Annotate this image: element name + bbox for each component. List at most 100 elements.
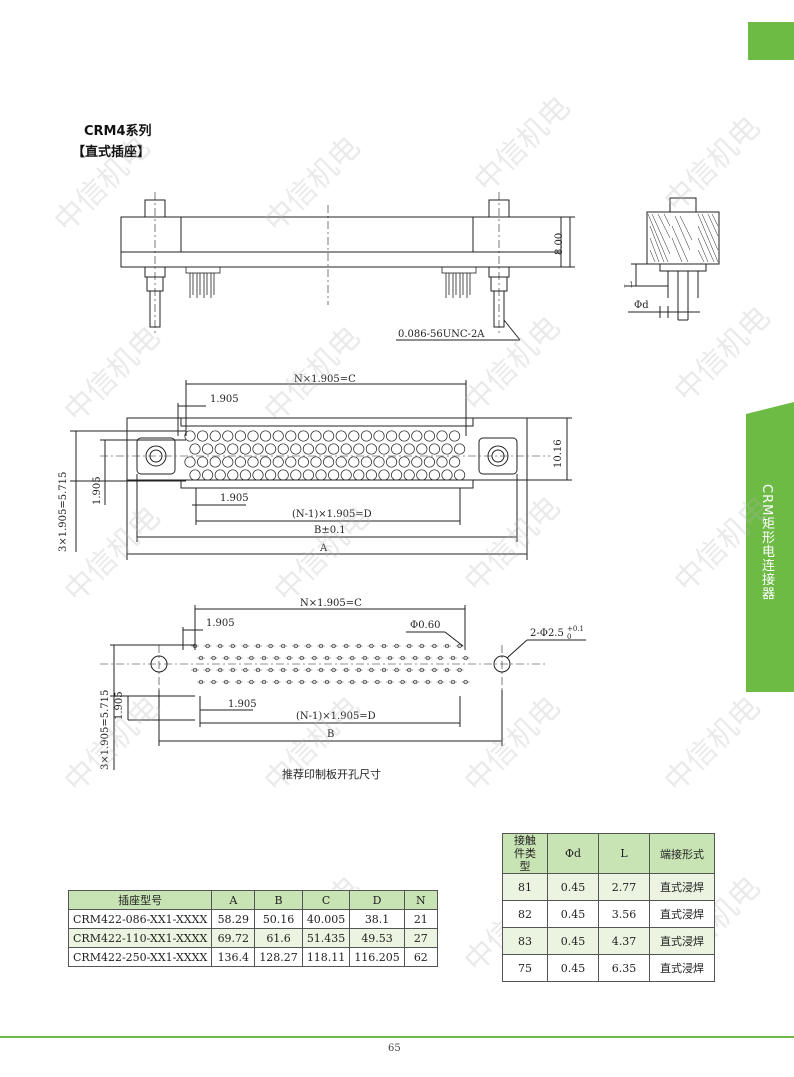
dim-phi-d: Φd <box>634 300 649 311</box>
table-cell: 0.45 <box>547 873 599 901</box>
table-cell: 40.005 <box>301 909 351 929</box>
contact-hole <box>340 443 352 455</box>
table-cell: 69.72 <box>211 928 256 948</box>
table-cell: 直式浸焊 <box>649 927 715 955</box>
cross-section-view <box>628 197 720 321</box>
front-view <box>70 380 572 560</box>
dim-pitch-pcb-low: 1.905 <box>228 699 257 710</box>
contact-hole <box>386 430 398 442</box>
contact-hole <box>265 469 277 481</box>
dim-1905-pcb: 1.905 <box>114 691 125 720</box>
table-row: 83 0.45 4.37 直式浸焊 <box>502 927 715 955</box>
contact-hole <box>428 469 440 481</box>
table-cell: 58.29 <box>211 909 256 929</box>
table-header-cell: D <box>349 890 405 910</box>
contacts-table: 接触件类型 Φd L 端接形式 81 0.45 2.77 直式浸焊 82 0.4… <box>502 833 715 982</box>
contact-hole <box>398 456 410 468</box>
dim-1905-front: 1.905 <box>92 476 103 505</box>
contact-hole <box>310 430 322 442</box>
contact-hole <box>398 430 410 442</box>
table-header-row: 接触件类型 Φd L 端接形式 <box>502 833 715 874</box>
dim-pitch-top: 1.905 <box>210 394 239 405</box>
contact-hole <box>373 430 385 442</box>
table-cell: 0.45 <box>547 954 599 982</box>
dim-nc-top: N×1.905=C <box>294 374 356 385</box>
contact-hole <box>227 443 239 455</box>
dim-n1d: (N-1)×1.905=D <box>292 509 372 520</box>
table-row: CRM422-250-XX1-XXXX 136.4 128.27 118.11 … <box>67 947 438 967</box>
contact-hole <box>239 443 251 455</box>
contact-hole <box>214 443 226 455</box>
contact-hole <box>265 443 277 455</box>
contact-hole <box>454 443 466 455</box>
table-cell: CRM422-086-XX1-XXXX <box>67 909 213 929</box>
table-header-cell: 插座型号 <box>67 890 213 910</box>
contact-hole <box>365 469 377 481</box>
table-cell: 3.56 <box>598 900 650 928</box>
contact-hole <box>290 469 302 481</box>
technical-drawing: 8.00 0.086-56UNC-2A L Φd <box>58 192 720 770</box>
dim-hole2: 2-Φ2.5 <box>530 628 564 639</box>
table-row: CRM422-110-XX1-XXXX 69.72 61.6 51.435 49… <box>67 928 438 948</box>
dim-thread: 0.086-56UNC-2A <box>398 329 485 340</box>
contact-hole <box>227 469 239 481</box>
contact-hole <box>328 469 340 481</box>
pcb-caption: 推荐印制板开孔尺寸 <box>282 768 381 781</box>
table-cell: 75 <box>502 954 548 982</box>
contact-hole <box>391 469 403 481</box>
contact-hole <box>302 443 314 455</box>
table-cell: 82 <box>502 900 548 928</box>
contact-hole <box>441 469 453 481</box>
table-header-cell: B <box>254 890 303 910</box>
contact-hole <box>315 469 327 481</box>
contact-hole <box>222 456 234 468</box>
contact-hole <box>252 469 264 481</box>
table-cell: 直式浸焊 <box>649 954 715 982</box>
contact-hole <box>285 430 297 442</box>
contact-hole <box>323 430 335 442</box>
contact-hole <box>416 443 428 455</box>
contact-hole <box>290 443 302 455</box>
dim-b-tol: B±0.1 <box>314 525 346 536</box>
table-cell: 136.4 <box>211 947 256 967</box>
contact-hole <box>247 430 259 442</box>
contact-hole <box>403 469 415 481</box>
contact-hole <box>386 456 398 468</box>
contact-hole <box>214 469 226 481</box>
table-cell: 51.435 <box>301 928 351 948</box>
contact-hole <box>436 456 448 468</box>
contact-hole <box>202 469 214 481</box>
contact-hole <box>423 430 435 442</box>
dim-hole2-sub: 0 <box>567 633 571 641</box>
contact-hole <box>373 456 385 468</box>
table-cell: 62 <box>403 947 438 967</box>
contact-hole <box>348 430 360 442</box>
table-cell: 38.1 <box>349 909 405 929</box>
page-number: 65 <box>388 1043 401 1054</box>
contact-hole <box>297 430 309 442</box>
contact-hole <box>378 443 390 455</box>
contact-hole <box>310 456 322 468</box>
dim-L: L <box>624 281 635 288</box>
contact-hole <box>335 430 347 442</box>
contact-hole <box>234 430 246 442</box>
table-cell: 0.45 <box>547 900 599 928</box>
corner-tab <box>748 22 794 60</box>
contact-hole <box>197 430 209 442</box>
table-header-cell: A <box>211 890 256 910</box>
table-cell: 4.37 <box>598 927 650 955</box>
contact-hole <box>449 456 461 468</box>
table-header-cell: N <box>403 890 438 910</box>
contact-hole <box>348 456 360 468</box>
contact-hole <box>428 443 440 455</box>
dim-pitch-pcb: 1.905 <box>206 618 235 629</box>
contact-hole <box>403 443 415 455</box>
contact-hole <box>411 430 423 442</box>
contact-hole <box>416 469 428 481</box>
table-cell: 116.205 <box>349 947 405 967</box>
contact-hole <box>184 430 196 442</box>
contact-hole <box>328 443 340 455</box>
contact-hole <box>378 469 390 481</box>
contact-hole <box>411 456 423 468</box>
side-tab-shape <box>746 402 794 692</box>
